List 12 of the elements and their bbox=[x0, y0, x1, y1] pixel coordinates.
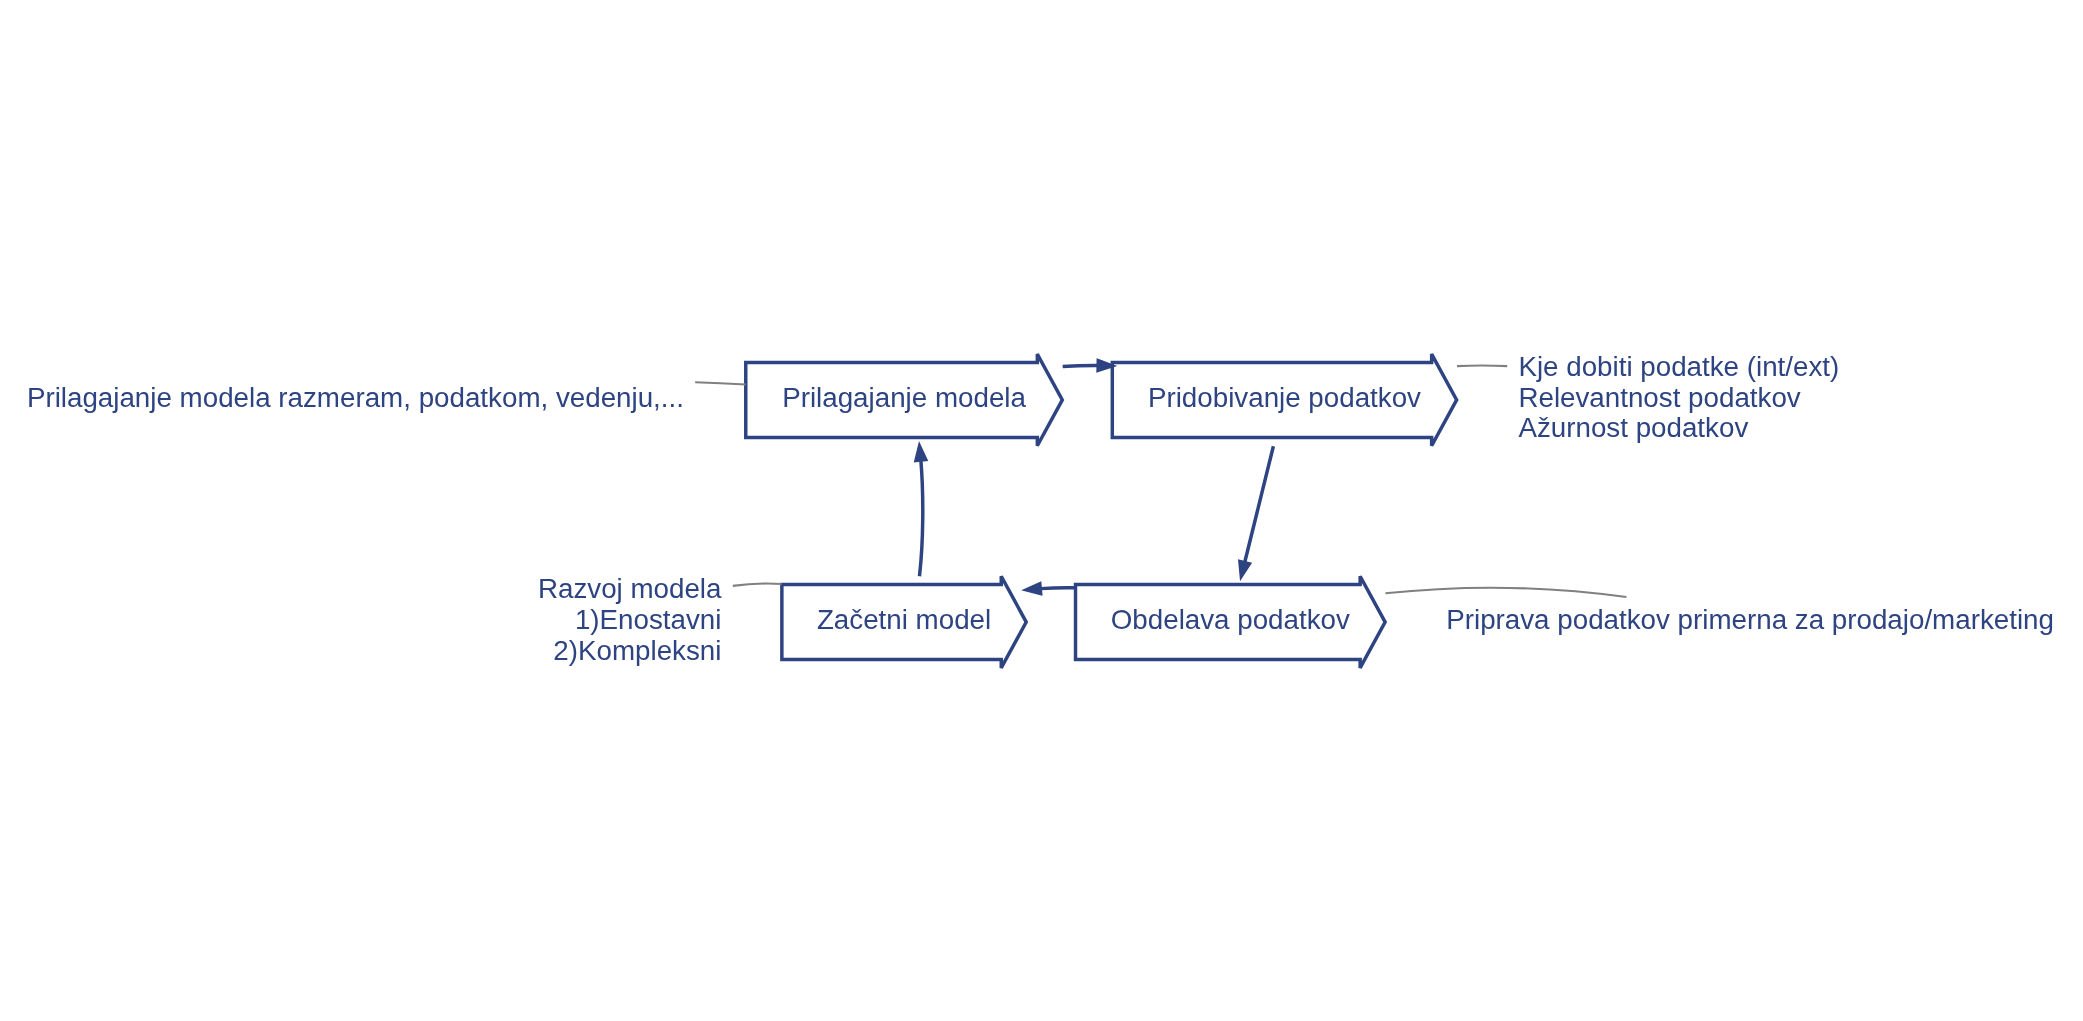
arrow bbox=[1237, 445, 1276, 581]
node-text: Priprava podatkov primerna za prodajo/marketing bbox=[1446, 603, 2054, 635]
node-text: Razvoj modela 1)Enostavni 2)Kompleksni bbox=[537, 572, 722, 666]
connector bbox=[1385, 586, 1627, 598]
node-text: Prilagajanje modela razmeram, podatkom, vedenju,... bbox=[26, 381, 684, 413]
connector bbox=[1456, 364, 1508, 367]
connector bbox=[695, 380, 746, 386]
arrow bbox=[1062, 357, 1118, 373]
arrow bbox=[913, 440, 929, 576]
arrow bbox=[1021, 580, 1076, 596]
connector bbox=[732, 582, 782, 587]
node-text: Kje dobiti podatke (int/ext) Relevantnost podatkov Ažurnost podatkov bbox=[1518, 350, 1840, 443]
